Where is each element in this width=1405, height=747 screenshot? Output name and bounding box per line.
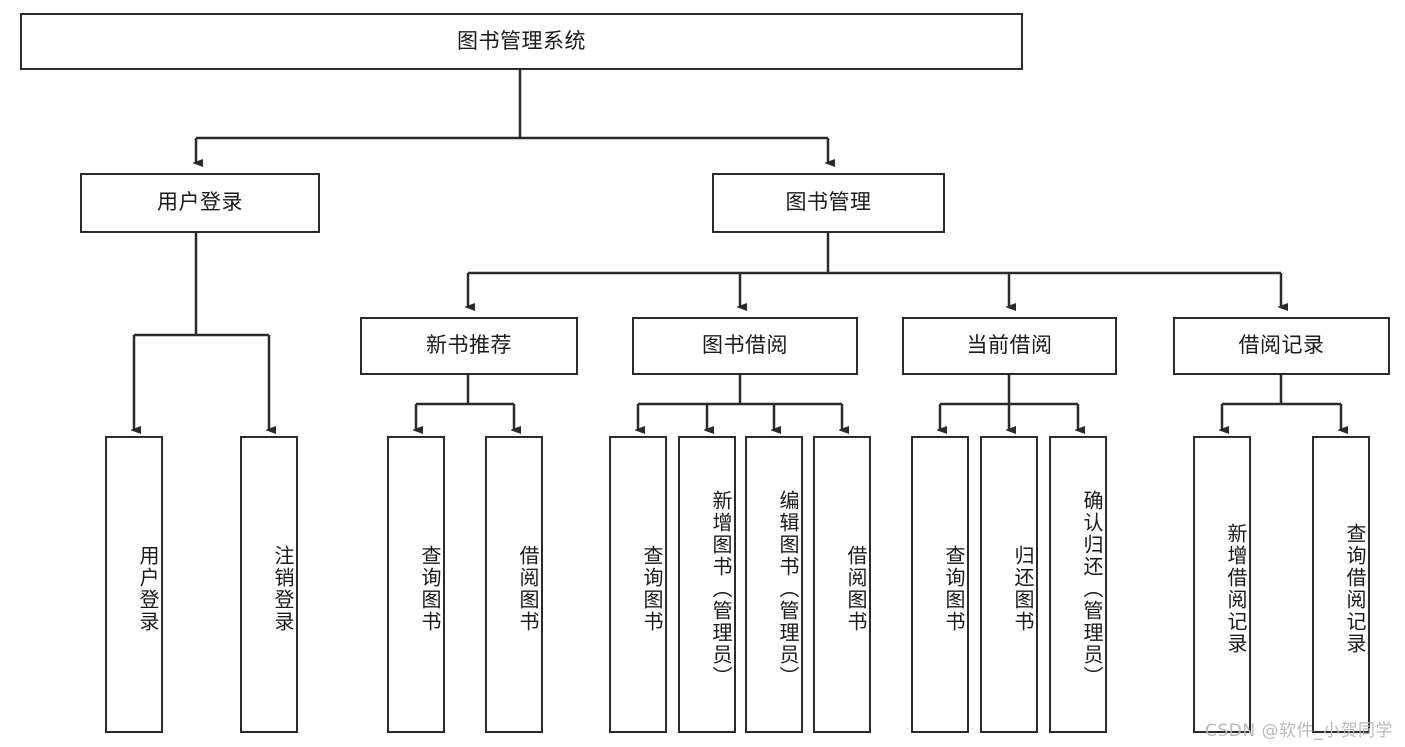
node-current-borrow-label: 当前借阅 [966,333,1053,358]
node-leaf-return-book[interactable]: 归还图书 [980,436,1038,733]
node-leaf-query-record-label: 查询借阅记录 [1343,522,1367,655]
node-leaf-query-book-2[interactable]: 查询图书 [609,436,667,733]
node-leaf-add-record-label: 新增借阅记录 [1224,522,1248,655]
node-root-system-label: 图书管理系统 [457,28,586,53]
node-leaf-query-book-3[interactable]: 查询图书 [911,436,969,733]
node-current-borrow[interactable]: 当前借阅 [902,317,1117,375]
node-leaf-confirm-return-label: 确认归还（管理员） [1080,489,1104,688]
node-book-borrow-label: 图书借阅 [702,333,788,358]
node-book-management-label: 图书管理 [785,190,872,215]
node-leaf-borrow-book-1[interactable]: 借阅图书 [485,436,543,733]
node-leaf-query-book-2-label: 查询图书 [640,544,664,633]
watermark-text: CSDN @软件_小贺同学 [1205,721,1393,741]
node-leaf-borrow-book-1-label: 借阅图书 [516,544,540,633]
node-user-login-label: 用户登录 [157,190,243,215]
node-leaf-add-book[interactable]: 新增图书（管理员） [678,436,736,733]
node-leaf-logout[interactable]: 注销登录 [240,436,298,733]
node-borrow-record[interactable]: 借阅记录 [1173,317,1390,375]
node-leaf-return-book-label: 归还图书 [1011,544,1035,633]
node-borrow-record-label: 借阅记录 [1238,333,1325,358]
node-leaf-logout-label: 注销登录 [271,544,295,633]
node-root-system[interactable]: 图书管理系统 [20,13,1023,70]
node-leaf-borrow-book-2-label: 借阅图书 [844,544,868,633]
node-leaf-add-record[interactable]: 新增借阅记录 [1193,436,1251,733]
node-leaf-borrow-book-2[interactable]: 借阅图书 [813,436,871,733]
node-user-login[interactable]: 用户登录 [80,173,320,233]
node-leaf-user-login[interactable]: 用户登录 [105,436,163,733]
node-leaf-query-book-1-label: 查询图书 [418,544,442,633]
node-leaf-edit-book-label: 编辑图书（管理员） [776,489,800,688]
node-new-book-recommend[interactable]: 新书推荐 [360,317,578,375]
node-new-book-recommend-label: 新书推荐 [426,333,512,358]
node-leaf-user-login-label: 用户登录 [136,544,160,633]
node-leaf-edit-book[interactable]: 编辑图书（管理员） [745,436,803,733]
node-leaf-query-book-3-label: 查询图书 [942,544,966,633]
node-book-borrow[interactable]: 图书借阅 [632,317,858,375]
node-book-management[interactable]: 图书管理 [712,173,945,233]
node-leaf-query-record[interactable]: 查询借阅记录 [1312,436,1370,733]
node-leaf-add-book-label: 新增图书（管理员） [709,489,733,688]
node-leaf-query-book-1[interactable]: 查询图书 [387,436,445,733]
node-leaf-confirm-return[interactable]: 确认归还（管理员） [1049,436,1107,733]
